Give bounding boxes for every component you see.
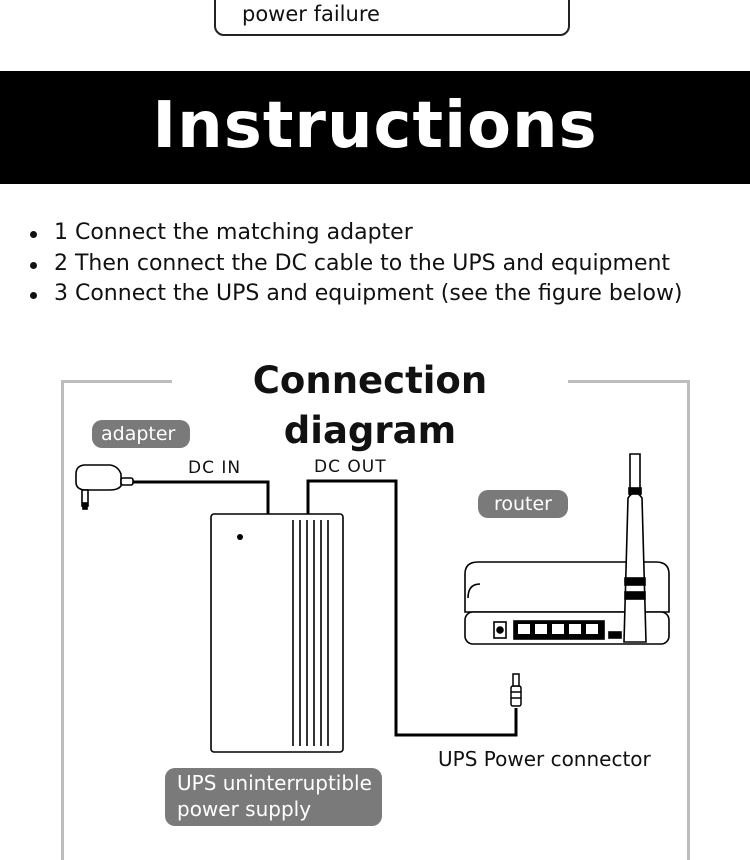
connection-artwork (75, 453, 670, 753)
dc-in-cable (130, 480, 270, 515)
power-failure-box: power failure (214, 0, 570, 36)
instructions-banner: Instructions (0, 71, 750, 184)
dc-out-label: DC OUT (314, 457, 387, 477)
ups-unit-icon (210, 513, 344, 753)
step-item: 1 Connect the matching adapter (28, 218, 683, 249)
dc-connector-icon (510, 673, 522, 707)
ups-label-line: UPS uninterruptible (177, 771, 372, 795)
step-item: 2 Then connect the DC cable to the UPS a… (28, 249, 683, 280)
instructions-title: Instructions (152, 89, 598, 163)
ups-label: UPS uninterruptible power supply (165, 768, 382, 826)
dc-in-label: DC IN (188, 458, 242, 478)
adapter-plug-icon (75, 464, 134, 510)
step-item: 3 Connect the UPS and equipment (see the… (28, 279, 683, 310)
instruction-steps: 1 Connect the matching adapter 2 Then co… (28, 218, 683, 310)
router-icon (464, 561, 670, 645)
power-failure-text: power failure (242, 2, 380, 26)
ups-power-connector-label: UPS Power connector (438, 747, 651, 771)
ups-label-line: power supply (177, 797, 312, 821)
antenna-icon (623, 453, 647, 643)
router-label: router (478, 490, 568, 518)
diagram-title: Connection diagram (172, 356, 568, 456)
adapter-label: adapter (92, 420, 190, 448)
dc-out-cable (306, 479, 518, 737)
